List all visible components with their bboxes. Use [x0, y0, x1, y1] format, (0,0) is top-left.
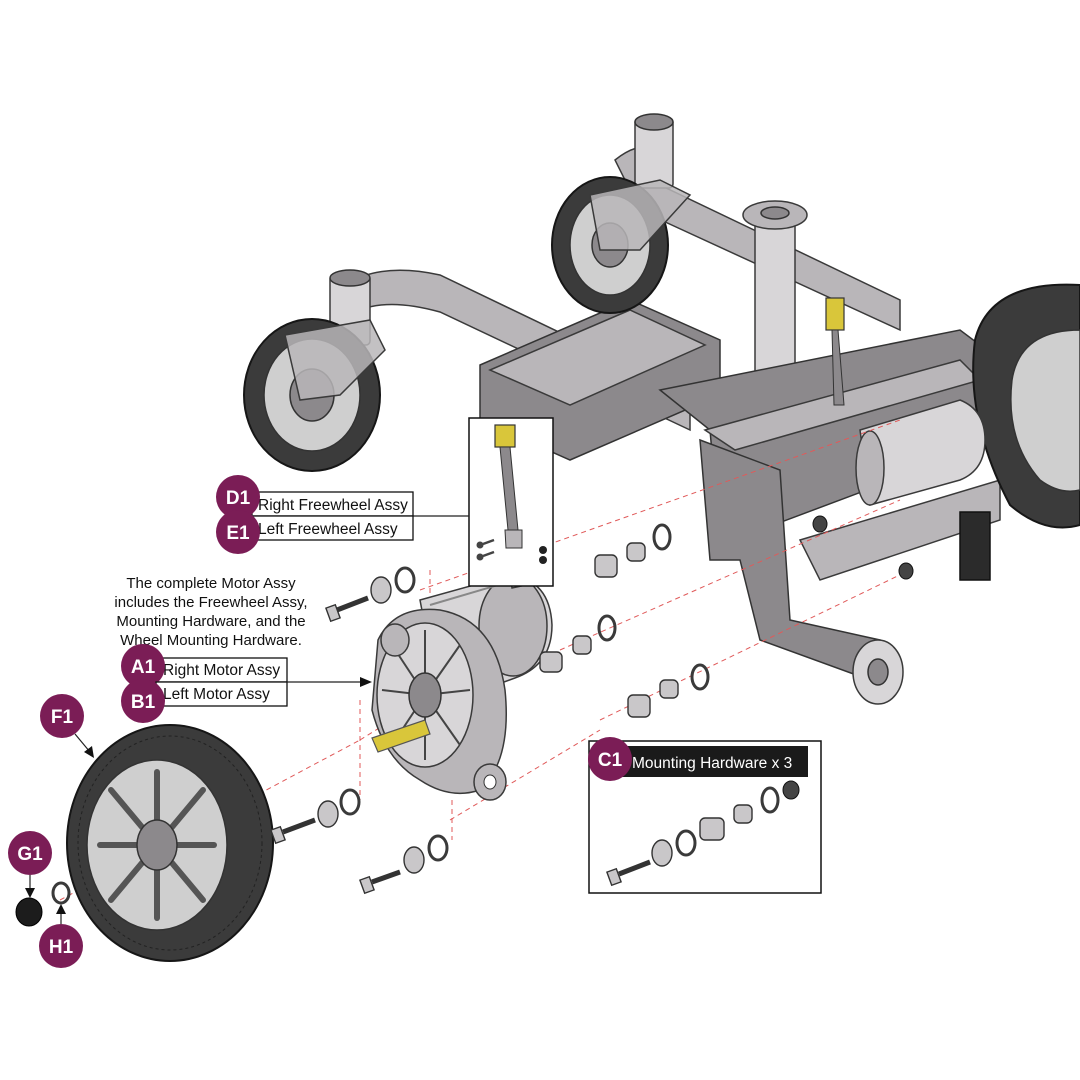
note-line-1: The complete Motor Assy: [126, 575, 296, 592]
installed-freewheel-lever: [825, 297, 845, 406]
right-drive-wheel: [972, 283, 1080, 529]
spacer-set: [594, 523, 672, 578]
callout-d1-label: Right Freewheel Assy: [258, 497, 408, 514]
motor-assy-note: The complete Motor Assy includes the Fre…: [114, 575, 307, 649]
badge-h1: [39, 924, 83, 968]
badge-d1: [216, 475, 260, 519]
freewheel-lever: [494, 424, 523, 549]
badge-e1-text: E1: [226, 523, 250, 544]
axle-nut: [15, 897, 43, 927]
bolt: [270, 817, 316, 845]
note-line-4: Wheel Mounting Hardware.: [120, 632, 302, 649]
loose-hardware: [270, 515, 914, 895]
chassis-frame: [329, 113, 1001, 705]
callout-c1-label: Mounting Hardware x 3: [632, 755, 792, 772]
callout-e1: Left Freewheel Assy E1: [216, 510, 414, 554]
front-caster-wheel: [243, 318, 386, 472]
badge-f1-text: F1: [51, 707, 74, 728]
badge-b1: [121, 679, 165, 723]
badge-g1: [8, 831, 52, 875]
freewheel-detail-box: [468, 417, 554, 587]
badge-b1-text: B1: [131, 692, 156, 713]
callout-b1-label: Left Motor Assy: [163, 686, 270, 703]
callout-d1: Right Freewheel Assy D1: [216, 475, 414, 519]
badge-c1: [588, 737, 632, 781]
badge-g1-text: G1: [17, 844, 43, 865]
callout-f1: F1: [40, 694, 94, 758]
badge-c1-text: C1: [598, 750, 623, 771]
bolt: [325, 595, 369, 623]
callout-c1-label-bg: [609, 746, 808, 777]
callout-a1-label: Right Motor Assy: [163, 662, 280, 679]
note-line-3: Mounting Hardware, and the: [116, 613, 305, 630]
rear-caster-wheel: [551, 176, 692, 314]
badge-a1: [121, 644, 165, 688]
callout-g1: G1: [8, 831, 52, 898]
axle-washer: [51, 881, 71, 905]
callout-e1-label: Left Freewheel Assy: [258, 521, 398, 538]
badge-f1: [40, 694, 84, 738]
badge-h1-text: H1: [49, 937, 74, 958]
note-line-2: includes the Freewheel Assy,: [114, 594, 307, 611]
bolt: [359, 869, 401, 895]
badge-d1-text: D1: [226, 488, 251, 509]
motor-assembly: [371, 553, 553, 801]
opposite-motor: [855, 399, 986, 506]
mounting-hardware-set: [606, 780, 800, 887]
mounting-hardware-box: Mounting Hardware x 3 C1: [588, 737, 822, 894]
drive-wheel: [66, 724, 274, 962]
callout-b1: Left Motor Assy B1: [121, 679, 288, 723]
freewheel-screws: [476, 538, 547, 564]
callout-a1: Right Motor Assy A1: [121, 644, 288, 688]
motor-leader-arrow: [287, 677, 372, 687]
badge-e1: [216, 510, 260, 554]
badge-a1-text: A1: [131, 657, 156, 678]
spacer-set: [539, 614, 617, 673]
spacer-set: [627, 663, 710, 718]
callout-h1: H1: [39, 904, 83, 968]
